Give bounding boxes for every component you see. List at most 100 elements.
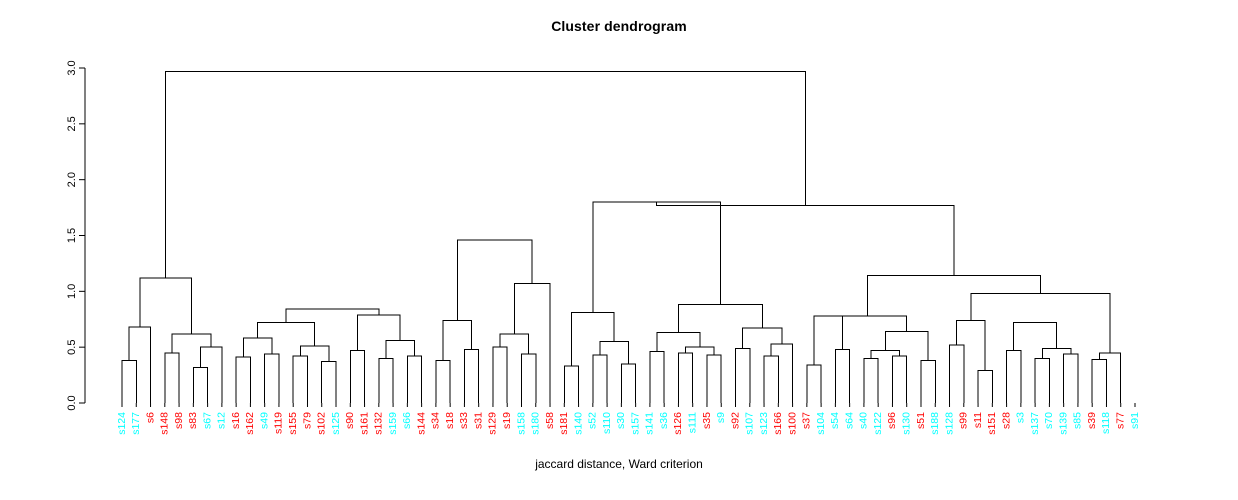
leaf-label: s49	[258, 412, 270, 429]
leaf-label: s51	[915, 412, 927, 429]
page-title: Cluster dendrogram	[551, 18, 687, 34]
leaf-label: s104	[815, 412, 827, 435]
leaf-label: s16	[230, 412, 242, 429]
dendrogram-branch	[656, 332, 701, 352]
dendrogram-branch	[165, 70, 806, 278]
leaf-label: s28	[1000, 412, 1012, 429]
leaf-label: s52	[587, 412, 599, 429]
dendrogram-branch	[128, 326, 152, 403]
dendrogram-branch	[235, 356, 251, 403]
leaf-label: s99	[958, 412, 970, 429]
dendrogram-branch	[763, 355, 779, 403]
leaf-label: s98	[173, 412, 185, 429]
y-tick-label: 2.5	[66, 116, 78, 131]
leaf-label: s155	[287, 412, 299, 435]
leaf-label: s12	[216, 412, 228, 429]
dendrogram-branch	[1041, 347, 1072, 359]
dendrogram-branch	[1013, 322, 1058, 351]
leaf-label: s144	[415, 412, 427, 435]
dendrogram-branch	[492, 346, 508, 403]
leaf-label: s100	[786, 412, 798, 435]
y-tick-label: 3.0	[66, 60, 78, 75]
dendrogram-branch	[956, 319, 986, 371]
leaf-label: s130	[900, 412, 912, 435]
dendrogram-branch	[891, 355, 908, 403]
leaf-label: s125	[330, 412, 342, 435]
leaf-label: s66	[401, 412, 413, 429]
leaf-label: s122	[872, 412, 884, 435]
dendrogram-branch	[1063, 353, 1079, 403]
leaf-label: s126	[672, 412, 684, 435]
leaf-label: s3	[1015, 412, 1027, 423]
leaf-label: s11	[972, 412, 984, 428]
dendrogram-branch	[813, 315, 844, 366]
dendrogram-branch	[242, 337, 273, 358]
leaf-label: s30	[615, 412, 627, 429]
leaf-label: s177	[130, 412, 142, 435]
dendrogram-branch	[706, 354, 722, 403]
dendrogram-branch	[742, 327, 783, 349]
y-tick-label: 0.5	[66, 340, 78, 355]
dendrogram-branch	[863, 357, 879, 403]
leaf-label: s36	[658, 412, 670, 429]
leaf-label: s96	[886, 412, 898, 429]
dendrogram-branch	[599, 341, 629, 364]
dendrogram-branch	[285, 308, 380, 323]
leaf-label: s19	[501, 412, 513, 429]
leaf-label: s107	[744, 412, 756, 435]
leaf-label: s31	[472, 412, 484, 429]
y-tick-label: 1.5	[66, 228, 78, 243]
leaf-label: s140	[572, 412, 584, 435]
leaf-label: s77	[1115, 412, 1127, 429]
leaf-label: s18	[444, 412, 456, 429]
dendrogram-branch	[356, 314, 401, 351]
leaf-label: s132	[373, 412, 385, 435]
dendrogram-branch	[435, 360, 451, 403]
leaf-label: s92	[729, 412, 741, 429]
leaf-label: s9	[715, 412, 727, 423]
dendrogram-branch	[192, 366, 209, 403]
dendrogram-branch	[257, 322, 316, 347]
leaf-label: s151	[986, 412, 998, 435]
leaf-label: s159	[387, 412, 399, 435]
leaf-label: s161	[358, 412, 370, 435]
dendrogram-branch	[970, 293, 1111, 353]
dendrogram-branch	[139, 277, 193, 334]
dendrogram-branches	[121, 70, 1122, 403]
dendrogram-branch	[677, 352, 694, 403]
dendrogram-branch	[299, 345, 330, 362]
dendrogram-branch	[866, 275, 1041, 316]
dendrogram-branch	[321, 361, 337, 403]
dendrogram-branch	[1034, 357, 1050, 403]
leaf-label: s181	[558, 412, 570, 435]
dendrogram-branch	[378, 357, 394, 403]
dendrogram-branch	[920, 360, 936, 403]
leaf-label: s110	[601, 412, 613, 434]
dendrogram-branch	[870, 350, 901, 359]
dendrogram-branch	[735, 347, 751, 403]
dendrogram-branch	[1006, 350, 1022, 403]
dendrogram-branch	[620, 363, 637, 403]
dendrogram-branch	[520, 353, 537, 403]
leaf-label: s40	[858, 412, 870, 429]
dendrogram-branch	[806, 364, 822, 403]
y-axis: 0.00.51.01.52.02.53.0	[66, 60, 86, 411]
dendrogram-branch	[199, 346, 223, 403]
leaf-label: s79	[301, 412, 313, 429]
dendrogram-branch	[513, 283, 551, 403]
leaf-label: s123	[758, 412, 770, 435]
dendrogram-branch	[592, 201, 721, 313]
dendrogram-branch	[499, 333, 530, 354]
leaf-label: s35	[701, 412, 713, 429]
dendrogram-branch	[292, 355, 308, 403]
dendrogram-branch	[456, 239, 533, 321]
dendrogram-branch	[164, 352, 180, 403]
leaf-label: s6	[144, 412, 156, 423]
dendrogram-branch	[385, 339, 415, 359]
dendrogram-branch	[685, 346, 715, 355]
leaf-label: s128	[943, 412, 955, 435]
dendrogram-branch	[1098, 352, 1122, 403]
dendrogram-branch	[121, 360, 137, 403]
